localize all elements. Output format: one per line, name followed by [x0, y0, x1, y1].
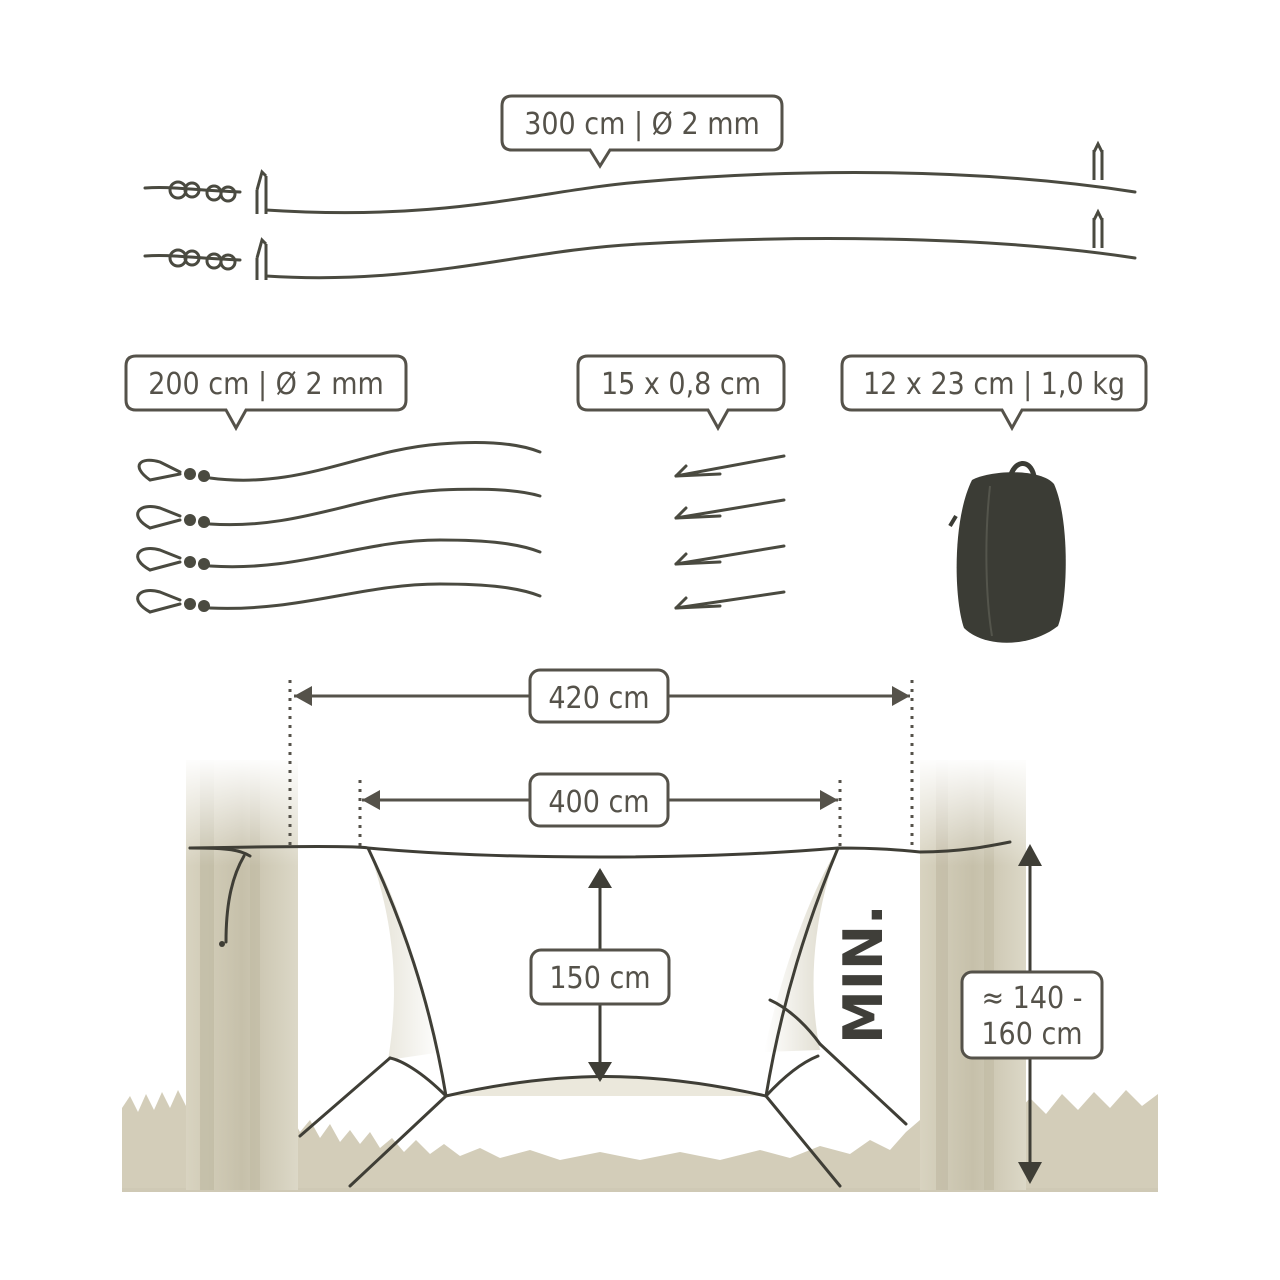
ridgeline-label: 300 cm | Ø 2 mm: [524, 107, 760, 142]
stake-2: [674, 498, 786, 520]
stakes-group: 15 x 0,8 cm: [576, 354, 786, 610]
ridgeline-cord-2: [143, 208, 1137, 280]
ridgeline-group: 300 cm | Ø 2 mm: [143, 94, 1137, 280]
stake-4: [674, 590, 786, 610]
dimension-420: 420 cm: [288, 668, 914, 850]
guylines-label-bubble: 200 cm | Ø 2 mm: [124, 354, 408, 432]
guylines-group: 200 cm | Ø 2 mm: [124, 354, 542, 614]
guyline-4: [136, 582, 542, 614]
width-outer-label: 420 cm: [548, 681, 649, 716]
guylines-label: 200 cm | Ø 2 mm: [148, 367, 384, 402]
tie-height-label-2: 160 cm: [981, 1017, 1082, 1052]
stuff-bag-icon: [948, 461, 1066, 643]
bag-group: 12 x 23 cm | 1,0 kg: [840, 354, 1148, 643]
dimension-tie-height: ≈ 140 - 160 cm: [960, 844, 1104, 1184]
bag-label-bubble: 12 x 23 cm | 1,0 kg: [840, 354, 1148, 432]
tarp: [188, 840, 1012, 1188]
guyline-1: [137, 440, 542, 482]
stake-3: [674, 544, 786, 566]
ridgeline-label-bubble: 300 cm | Ø 2 mm: [500, 94, 784, 169]
guyline-2: [136, 487, 542, 530]
min-label: MIN.: [832, 904, 895, 1044]
ridgeline-cord-1: [143, 140, 1137, 215]
stake-1: [674, 454, 786, 478]
height-label: 150 cm: [549, 961, 650, 996]
width-inner-label: 400 cm: [548, 785, 649, 820]
setup-scene: 420 cm 400 cm 150 cm MIN.: [122, 668, 1158, 1192]
stakes-label-bubble: 15 x 0,8 cm: [576, 354, 786, 432]
stakes-label: 15 x 0,8 cm: [601, 367, 761, 402]
bag-label: 12 x 23 cm | 1,0 kg: [863, 367, 1125, 402]
dimension-150: 150 cm: [529, 868, 671, 1082]
guyline-3: [136, 538, 542, 572]
dimension-400: 400 cm: [358, 772, 842, 850]
tie-height-label-1: ≈ 140 -: [981, 981, 1082, 1016]
